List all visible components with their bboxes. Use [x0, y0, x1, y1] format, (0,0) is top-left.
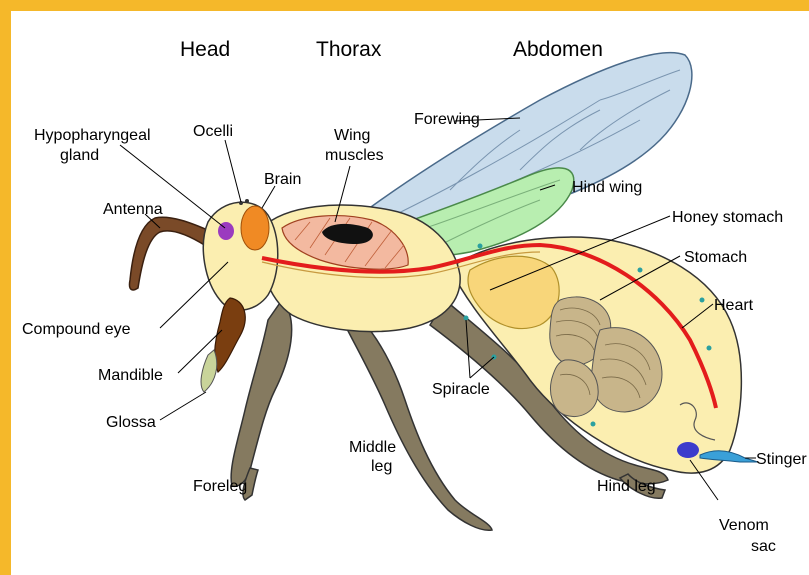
label-antenna: Antenna [103, 201, 163, 218]
label-glossa: Glossa [106, 414, 156, 431]
label-middle-leg-1: Middle [349, 439, 396, 456]
label-wing-muscles-2: muscles [325, 147, 384, 164]
venom-sac [677, 442, 699, 458]
label-compound-eye: Compound eye [22, 321, 131, 338]
label-hind-wing: Hind wing [572, 179, 642, 196]
label-honey-stomach: Honey stomach [672, 209, 783, 226]
label-hypopharyngeal-gland-1: Hypopharyngeal [34, 127, 151, 144]
label-middle-leg-2: leg [371, 458, 392, 475]
label-ocelli: Ocelli [193, 123, 233, 140]
label-head: Head [180, 38, 230, 61]
label-forewing: Forewing [414, 111, 480, 128]
antenna [129, 217, 212, 290]
label-wing-muscles-1: Wing [334, 127, 370, 144]
label-stomach: Stomach [684, 249, 747, 266]
mandible [215, 298, 246, 372]
label-hind-leg: Hind leg [597, 478, 656, 495]
label-foreleg: Foreleg [193, 478, 247, 495]
label-venom-sac-1: Venom [719, 517, 769, 534]
label-mandible: Mandible [98, 367, 163, 384]
label-heart: Heart [714, 297, 754, 314]
ocellus [245, 199, 249, 203]
label-spiracle: Spiracle [432, 381, 490, 398]
label-thorax: Thorax [316, 38, 382, 61]
label-venom-sac-2: sac [751, 538, 776, 555]
label-hypopharyngeal-gland-2: gland [60, 147, 99, 164]
brain [241, 206, 269, 250]
label-stinger: Stinger [756, 451, 807, 468]
label-brain: Brain [264, 171, 301, 188]
glossa [201, 350, 217, 392]
label-abdomen: Abdomen [513, 38, 603, 61]
